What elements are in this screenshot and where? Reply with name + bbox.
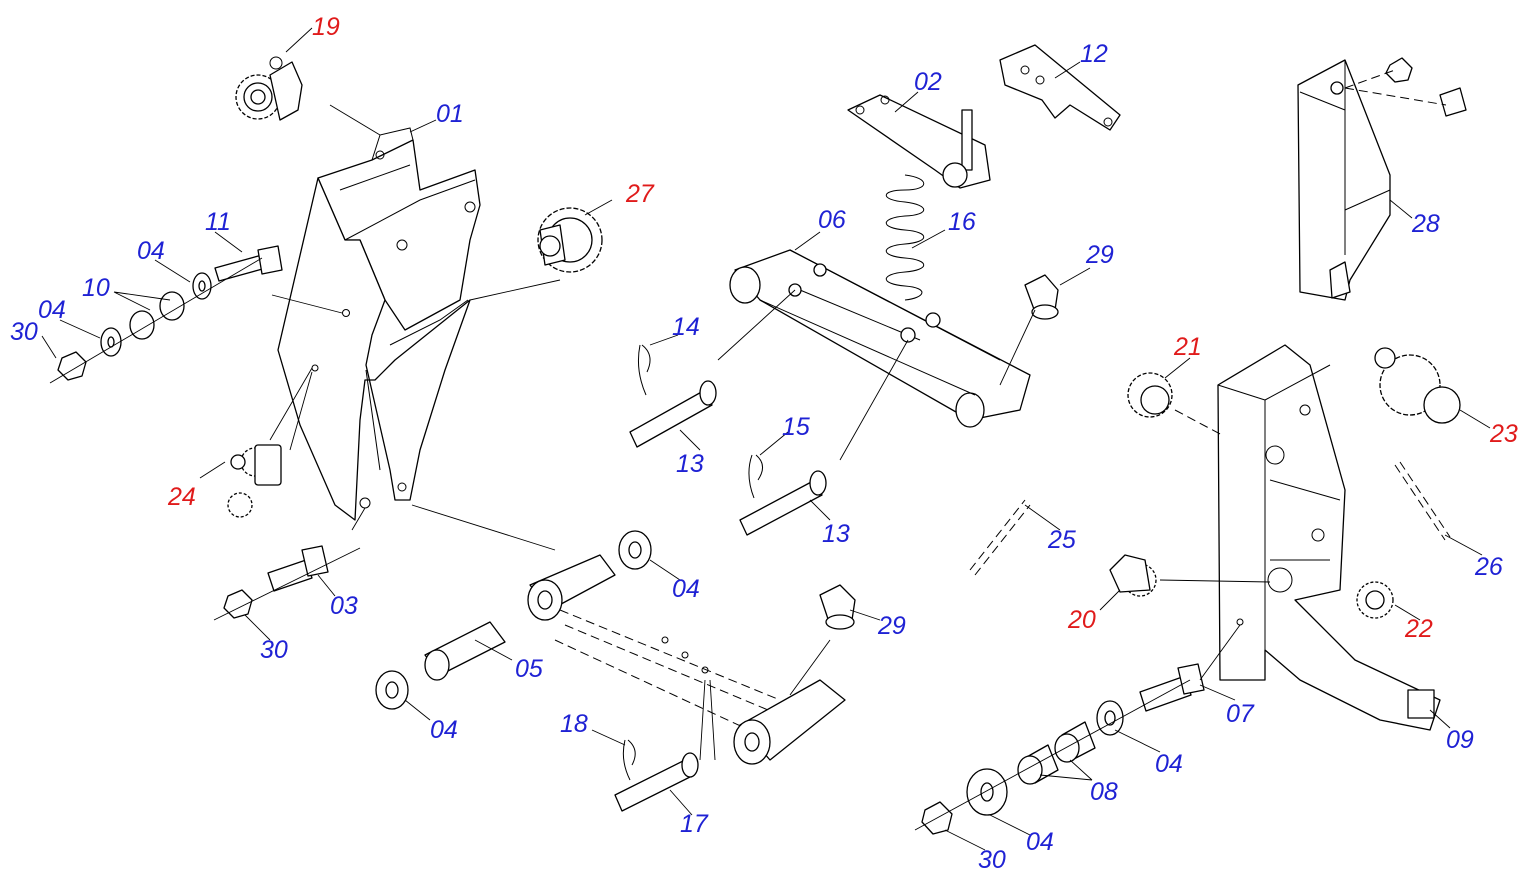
label-26: 26 bbox=[1474, 553, 1503, 581]
tube-05-assembly bbox=[375, 530, 846, 765]
label-24: 24 bbox=[167, 483, 196, 511]
label-27: 27 bbox=[625, 180, 655, 208]
label-30-a: 30 bbox=[10, 318, 38, 346]
label-15: 15 bbox=[782, 413, 810, 441]
frame-06 bbox=[729, 249, 1031, 428]
label-13-a: 13 bbox=[676, 450, 704, 478]
main-bracket-plate bbox=[277, 127, 481, 521]
label-25: 25 bbox=[1047, 526, 1076, 554]
plate-12 bbox=[999, 44, 1121, 131]
label-20: 20 bbox=[1067, 606, 1096, 634]
sprocket-23 bbox=[1374, 347, 1461, 424]
label-10: 10 bbox=[82, 274, 110, 302]
bolt-07-stack bbox=[914, 663, 1205, 835]
sprocket-19 bbox=[235, 56, 303, 121]
label-18: 18 bbox=[560, 710, 588, 738]
label-04-d: 04 bbox=[430, 716, 458, 744]
label-06: 06 bbox=[818, 206, 846, 234]
label-14: 14 bbox=[672, 313, 700, 341]
label-01: 01 bbox=[436, 100, 464, 128]
label-13-b: 13 bbox=[822, 520, 850, 548]
label-04-b: 04 bbox=[38, 296, 66, 324]
label-03: 03 bbox=[330, 592, 358, 620]
chain-26 bbox=[1394, 461, 1451, 541]
guard-28 bbox=[1297, 59, 1391, 301]
label-29-a: 29 bbox=[1085, 241, 1114, 269]
label-19: 19 bbox=[312, 13, 340, 41]
label-12: 12 bbox=[1080, 40, 1108, 68]
frame-09 bbox=[1217, 344, 1441, 731]
sprocket-24 bbox=[227, 444, 282, 518]
label-04-e: 04 bbox=[1155, 750, 1183, 778]
leader-lines bbox=[41, 27, 1491, 851]
pin-13a bbox=[629, 344, 717, 448]
pin-13b bbox=[739, 454, 827, 536]
label-07: 07 bbox=[1226, 700, 1255, 728]
label-30-c: 30 bbox=[978, 846, 1006, 874]
label-21: 21 bbox=[1173, 333, 1202, 361]
pin-17 bbox=[614, 739, 699, 812]
label-08: 08 bbox=[1090, 778, 1118, 806]
sprocket-27 bbox=[537, 207, 603, 273]
lever-02 bbox=[847, 94, 991, 189]
label-04-a: 04 bbox=[137, 237, 165, 265]
bolt-28-hardware bbox=[1344, 57, 1467, 117]
label-16: 16 bbox=[948, 208, 976, 236]
bolt-03-stack bbox=[213, 545, 361, 621]
sprocket-20 bbox=[1109, 554, 1157, 597]
label-09: 09 bbox=[1446, 726, 1474, 754]
part-labels: 19 01 11 04 10 04 30 27 24 03 30 02 12 0… bbox=[10, 13, 1518, 874]
label-17: 17 bbox=[680, 810, 709, 838]
label-22: 22 bbox=[1404, 615, 1433, 643]
label-29-b: 29 bbox=[877, 612, 906, 640]
label-11: 11 bbox=[205, 208, 231, 236]
label-23: 23 bbox=[1489, 420, 1518, 448]
grease-nipple-29a bbox=[1024, 274, 1059, 320]
label-04-c: 04 bbox=[672, 575, 700, 603]
spring-16 bbox=[885, 174, 925, 301]
chain-25 bbox=[969, 499, 1031, 576]
label-04-f: 04 bbox=[1026, 828, 1054, 856]
label-05: 05 bbox=[515, 655, 543, 683]
label-02: 02 bbox=[914, 68, 942, 96]
label-30-b: 30 bbox=[260, 636, 288, 664]
sprocket-22 bbox=[1356, 581, 1394, 619]
grease-nipple-29b bbox=[819, 584, 856, 630]
sprocket-21 bbox=[1127, 372, 1223, 436]
label-28: 28 bbox=[1411, 210, 1440, 238]
